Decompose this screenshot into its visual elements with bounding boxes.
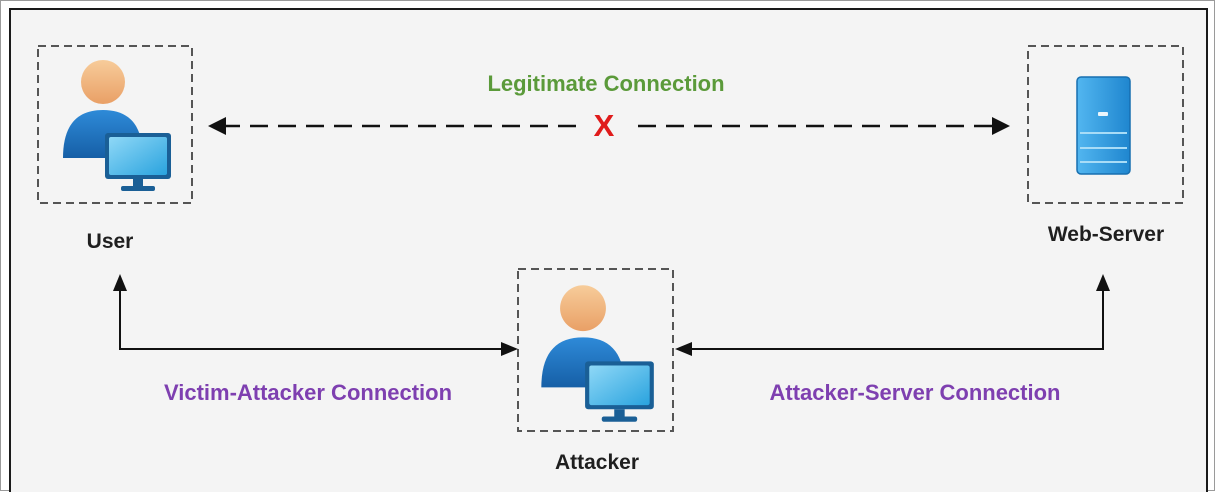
- arrowhead-right-icon: [992, 117, 1010, 135]
- arrowhead-up-icon: [113, 274, 127, 291]
- arrowhead-up-icon: [1096, 274, 1110, 291]
- attacker-label: Attacker: [554, 451, 640, 474]
- victim-attacker-connection-label: Victim-Attacker Connection: [163, 380, 453, 405]
- attacker-person-icon: [541, 285, 654, 422]
- attacker-server-connection-arrow: [675, 274, 1110, 356]
- arrowhead-left-icon: [208, 117, 226, 135]
- user-person-icon: [63, 60, 171, 191]
- attacker-server-connection-label: Attacker-Server Connection: [769, 380, 1061, 405]
- attacker-box: [517, 268, 674, 432]
- legitimate-connection-arrow: [208, 117, 1010, 135]
- arrowhead-right-icon: [501, 342, 518, 356]
- arrowhead-left-icon: [675, 342, 692, 356]
- blocked-x-mark: X: [593, 108, 615, 143]
- diagram-canvas: [9, 8, 1208, 492]
- victim-attacker-connection-arrow: [113, 274, 518, 356]
- web-server-label: Web-Server: [1047, 223, 1165, 246]
- server-icon: [1076, 76, 1131, 175]
- user-label: User: [86, 230, 134, 253]
- legitimate-connection-label: Legitimate Connection: [487, 71, 725, 96]
